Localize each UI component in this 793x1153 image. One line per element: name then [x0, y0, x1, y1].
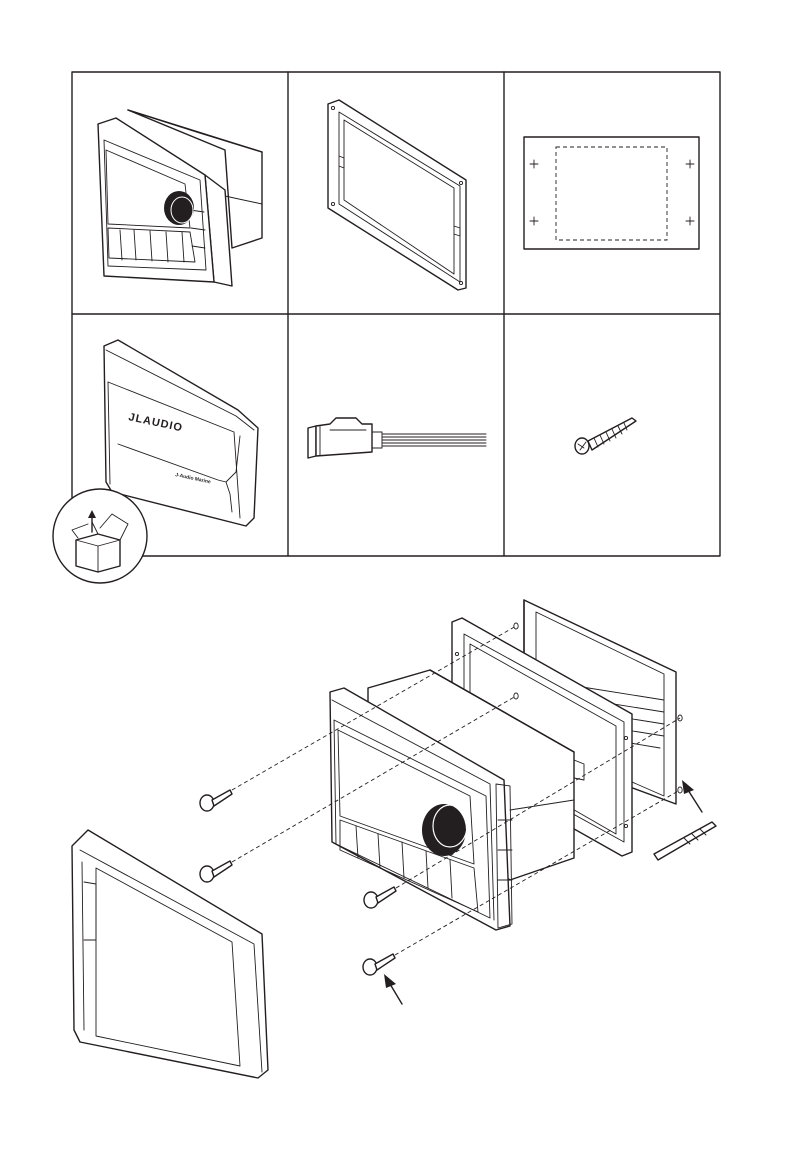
drill-bit-icon — [654, 822, 716, 860]
mounting-screw-icon — [575, 418, 636, 454]
screw-1 — [200, 790, 232, 811]
arrow-screw-icon — [384, 974, 402, 1004]
cutout-template-icon — [524, 137, 699, 249]
splash-cover-exploded — [72, 830, 268, 1078]
wire-harness-icon — [308, 418, 486, 458]
head-unit-icon — [98, 110, 262, 286]
arrow-drill-icon — [682, 780, 702, 812]
screw-4 — [363, 954, 395, 975]
open-box-icon — [53, 489, 147, 583]
screw-2 — [200, 861, 232, 882]
screw-3 — [364, 887, 396, 908]
mounting-plate-icon — [328, 100, 466, 290]
